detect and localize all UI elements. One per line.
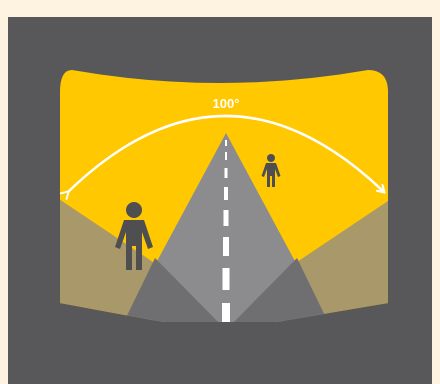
dashboard-notch (174, 322, 276, 328)
angle-label: 100° (213, 96, 240, 111)
